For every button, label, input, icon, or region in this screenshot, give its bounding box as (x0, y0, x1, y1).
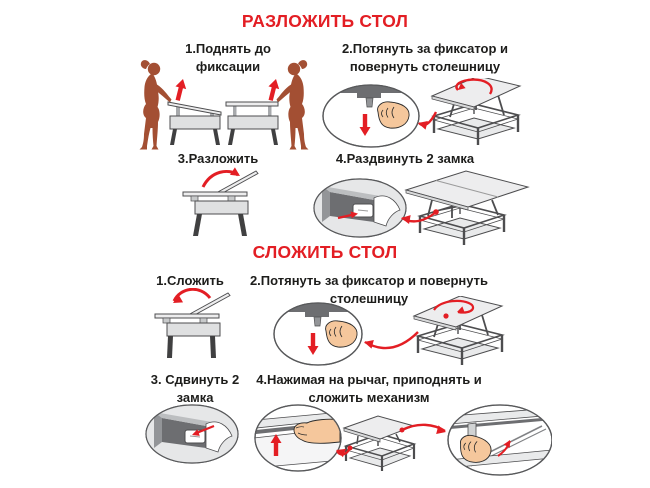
fold-step4-illustration (254, 404, 552, 476)
hand-icon (293, 418, 341, 444)
latch-pin (313, 316, 322, 327)
side-table-leaf-opening (182, 170, 259, 236)
lift-up-arrow-icon (172, 77, 189, 102)
woman-silhouette-right (276, 60, 309, 150)
iso-table-folded (342, 415, 417, 471)
fold-section-title: СЛОЖИТЬ СТОЛ (252, 242, 398, 262)
lever-push-closeup-ellipse (254, 404, 342, 472)
unfold-step1-label: 1.Поднять до фиксации (185, 41, 271, 75)
lock-closeup-ellipse (146, 404, 238, 464)
callout-arrow (364, 331, 419, 350)
unfold-step4-illustration (308, 170, 530, 246)
unfold-step4-label: 4.Раздвинуть 2 замка (335, 151, 475, 166)
unfold-step2-illustration (322, 78, 521, 148)
rotate-arrow (433, 299, 475, 314)
fold-step1-label: 1.Сложить (156, 273, 224, 288)
side-table-lifting (167, 101, 222, 145)
unfold-step3-label: 3.Разложить (177, 151, 259, 166)
fold-step4-label: 4.Нажимая на рычаг, приподнять и сложить… (256, 372, 482, 406)
iso-table-rotating-top (431, 78, 521, 147)
latch-pin (365, 97, 374, 108)
unfold-step3-illustration (182, 167, 259, 236)
fold-step2-illustration (273, 296, 504, 367)
side-table-leaf-closing (154, 292, 231, 358)
fold-arc-arrow (172, 288, 212, 302)
woman-silhouette-left (139, 60, 172, 150)
fold-step1-illustration (154, 288, 231, 358)
unfold-section-title: РАЗЛОЖИТЬ СТОЛ (241, 11, 409, 31)
lever-grip-closeup-ellipse (447, 404, 552, 476)
latch-closeup-ellipse (273, 302, 363, 366)
latch-closeup-ellipse (322, 84, 420, 148)
iso-table-rotating-top (413, 296, 504, 367)
unfold-step2-label: 2.Потянуть за фиксатор и повернуть столе… (341, 41, 509, 75)
unfold-step1-illustration (139, 60, 309, 150)
iso-table-unfolded (400, 170, 530, 246)
fold-step3-label: 3. Сдвинуть 2 замка (150, 372, 240, 406)
fold-step2-label: 2.Потянуть за фиксатор и повернуть столе… (249, 273, 489, 307)
fold-step3-illustration (145, 403, 241, 467)
side-table-raised (225, 101, 279, 145)
rotate-arrow (455, 78, 493, 95)
lock-closeup-ellipse (314, 178, 406, 238)
